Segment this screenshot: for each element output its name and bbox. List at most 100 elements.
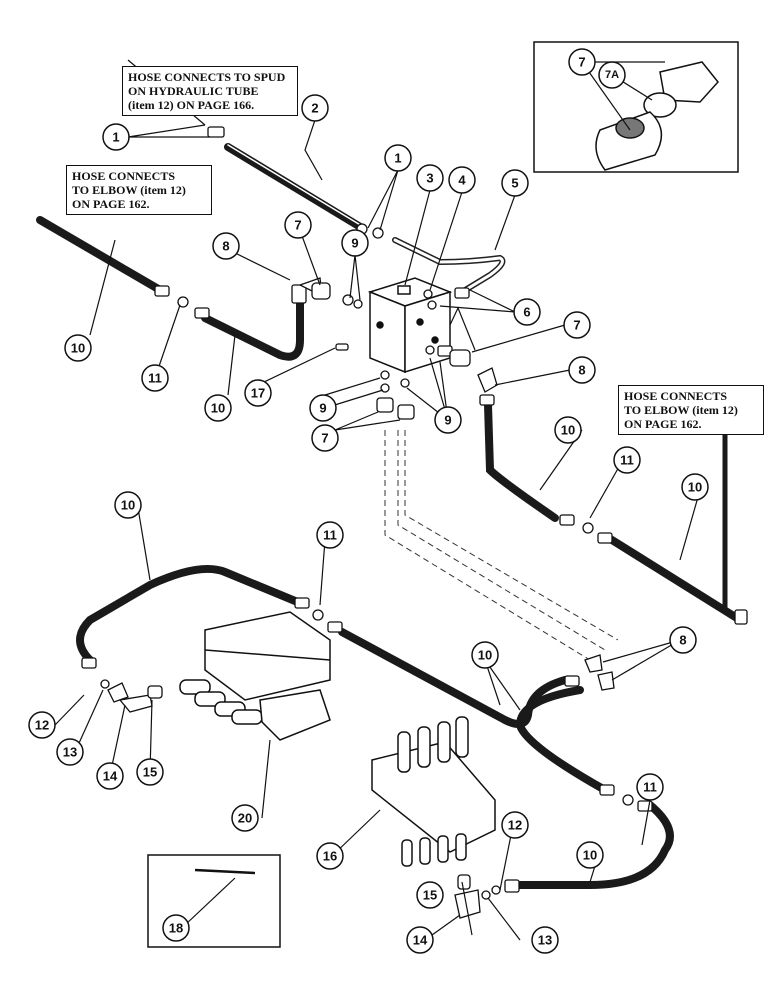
callout-label: 12 (508, 818, 522, 833)
callout-3 (416, 164, 444, 192)
valve-block-item-3 (367, 277, 453, 374)
callout-2 (301, 94, 329, 122)
note-line: TO ELBOW (item 12) (72, 183, 186, 197)
callout-15-left (136, 758, 164, 786)
callout-label: 14 (413, 933, 428, 948)
control-valve-item-20 (179, 611, 331, 741)
callout-17 (244, 379, 272, 407)
callout-7-bottom (311, 424, 339, 452)
callout-10-mid-left (204, 394, 232, 422)
callout-label: 1 (112, 130, 119, 145)
hose-item-10-loop (76, 565, 304, 664)
callout-label: 9 (319, 401, 326, 416)
callout-label: 10 (478, 648, 492, 663)
callout-label: 11 (323, 528, 337, 543)
callout-label: 11 (643, 780, 657, 795)
note-elbow-left: HOSE CONNECTS TO ELBOW (item 12) ON PAGE… (66, 165, 212, 215)
note-line: (item 12) ON PAGE 166. (128, 98, 255, 112)
hose-item-10-long (338, 628, 569, 728)
callout-12-left (28, 711, 56, 739)
callout-8-lower (669, 626, 697, 654)
callout-1-top-left (102, 123, 130, 151)
fittings (81, 126, 748, 919)
callout-label: 15 (423, 888, 437, 903)
callout-10-lower (576, 841, 604, 869)
note-line: HOSE CONNECTS (624, 389, 728, 403)
callout-label: 8 (578, 363, 585, 378)
callout-16 (316, 842, 344, 870)
callout-10-right (554, 416, 582, 444)
callout-7-inset (568, 48, 596, 76)
callout-11-left (141, 364, 169, 392)
callout-label: 8 (222, 239, 229, 254)
callout-label: 10 (71, 341, 85, 356)
inset-fitting-parts (595, 61, 719, 171)
callout-label: 17 (251, 386, 265, 401)
callout-1-top-right (384, 144, 412, 172)
callout-label: 9 (444, 413, 451, 428)
callout-label: 13 (538, 933, 552, 948)
callout-10-far-right (681, 473, 709, 501)
callout-label: 10 (561, 423, 575, 438)
callout-15-lower (416, 881, 444, 909)
note-elbow-right: HOSE CONNECTS TO ELBOW (item 12) ON PAGE… (618, 385, 764, 435)
callout-10-center (471, 641, 499, 669)
callout-7-top (284, 211, 312, 239)
callout-10-left (64, 334, 92, 362)
hoses (36, 143, 744, 889)
callout-4 (448, 166, 476, 194)
callout-20 (231, 804, 259, 832)
callout-label: 10 (688, 480, 702, 495)
note-line: TO ELBOW (item 12) (624, 403, 738, 417)
callout-label: 11 (620, 453, 634, 468)
callout-12-lower (501, 811, 529, 839)
callout-label: 4 (458, 173, 466, 188)
callout-5 (501, 169, 529, 197)
inset-box-cable-tie (147, 854, 281, 948)
callout-13-left (56, 738, 84, 766)
callout-9-left (309, 394, 337, 422)
hose-item-10-right-b (608, 536, 744, 624)
inset-box-fitting (533, 41, 739, 173)
note-spud: HOSE CONNECTS TO SPUD ON HYDRAULIC TUBE … (122, 66, 298, 116)
hose-item-10-lower (515, 686, 609, 794)
note-line: ON PAGE 162. (72, 197, 150, 211)
callout-14-left (96, 762, 124, 790)
callout-label: 9 (351, 236, 358, 251)
control-valve-item-16 (371, 716, 496, 867)
note-line: ON HYDRAULIC TUBE (128, 84, 259, 98)
callout-10-middle (114, 491, 142, 519)
callout-label: 7 (321, 431, 328, 446)
callout-label: 8 (679, 633, 686, 648)
callout-label: 16 (323, 849, 337, 864)
callout-label: 10 (121, 498, 135, 513)
callout-label: 6 (523, 305, 530, 320)
callout-8-right (568, 356, 596, 384)
callout-label: 2 (311, 101, 318, 116)
callout-6 (513, 298, 541, 326)
hose-item-10-top-left-b (201, 296, 304, 361)
callout-14-lower (406, 926, 434, 954)
note-line: HOSE CONNECTS (72, 169, 176, 183)
callout-label: 14 (103, 769, 118, 784)
callout-label: 7 (578, 55, 585, 70)
note-line: HOSE CONNECTS TO SPUD (128, 70, 286, 84)
callout-9-top (341, 229, 369, 257)
callout-11-lower (636, 773, 664, 801)
callout-label: 10 (211, 401, 225, 416)
callout-label: 5 (511, 176, 518, 191)
tube-item-5-inner (393, 238, 504, 294)
callout-11-middle (316, 521, 344, 549)
hose-item-10-top-left (36, 216, 164, 294)
callout-label: 11 (148, 371, 162, 386)
cable-tie-item-18 (194, 868, 256, 875)
hose-item-2-highlight (227, 144, 363, 227)
callout-label: 18 (169, 921, 183, 936)
callout-label: 10 (583, 848, 597, 863)
dashed-lines (384, 430, 619, 661)
hose-item-10-bottom-right (516, 801, 674, 889)
callout-18 (162, 914, 190, 942)
callout-label: 7A (605, 69, 619, 81)
callouts (28, 48, 709, 954)
